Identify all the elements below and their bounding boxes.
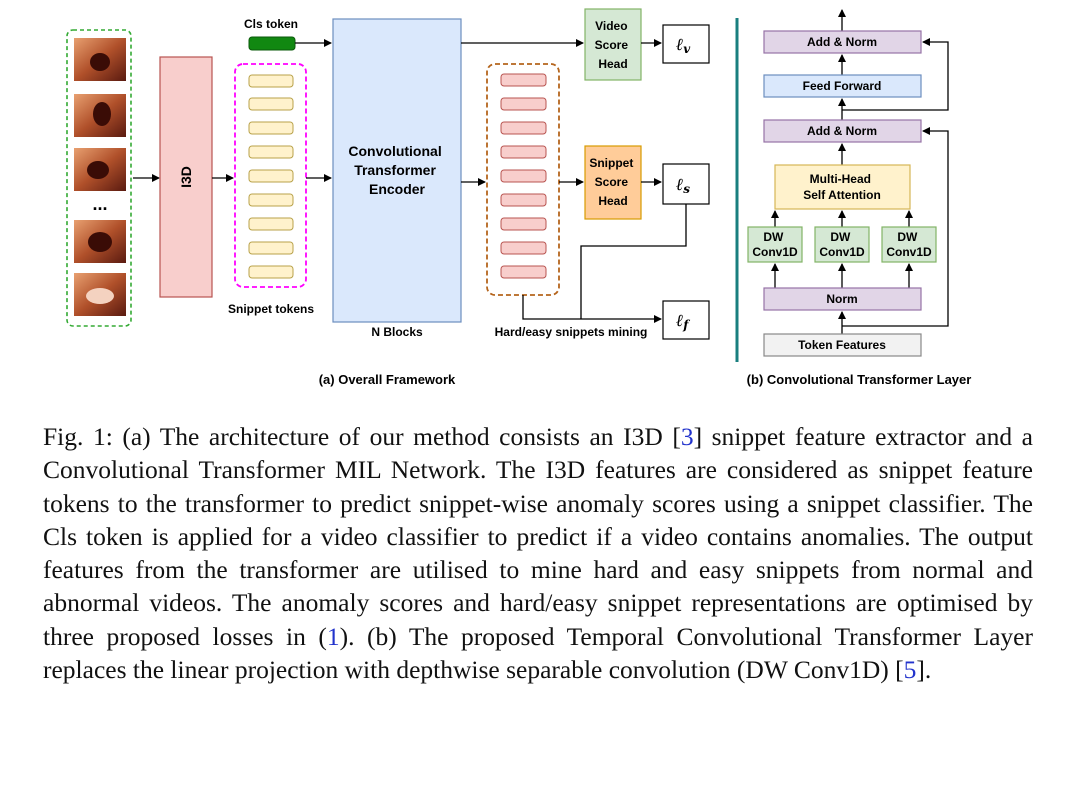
layer-caption: (b) Convolutional Transformer Layer [747,372,972,387]
snippet-loss-box [662,163,710,205]
dw-conv-1: DW Conv1D [747,226,803,263]
snippet-token [248,169,294,183]
encoder-label: Convolutional Transformer Encoder [348,143,445,197]
video-loss-label: ℓv [676,35,691,56]
add-norm-mid-label: Add & Norm [807,124,877,138]
n-blocks-label: N Blocks [371,325,423,339]
transformer-encoder-block [332,18,462,323]
svg-text:DW Conv1D: DW Conv1D [886,230,932,259]
residual-connection-bottom [842,127,949,327]
output-token [500,73,547,87]
feature-loss-box [662,300,710,340]
video-frame-1 [74,38,126,81]
feed-forward-label: Feed Forward [803,79,882,93]
snippet-loss-to-mining [580,204,687,319]
multi-head-attention-block [774,164,911,210]
framework-caption: (a) Overall Framework [319,372,456,387]
mining-path [522,295,581,320]
norm-label: Norm [826,292,857,306]
video-loss-box [662,24,710,64]
output-token [500,217,547,231]
video-head-label: Video Score Head [595,19,632,71]
video-frame-3 [74,148,126,191]
snippet-token [248,121,294,135]
snippet-head-label: Snippet Score Head [589,156,636,208]
cls-token-label: Cls token [244,17,298,31]
output-token-list [500,73,547,279]
feature-loss-label: ℓf [676,311,690,332]
snippet-token [248,217,294,231]
i3d-block [159,56,213,298]
output-token [500,97,547,111]
snippet-tokens-group [234,63,307,288]
citation-link-3[interactable]: 3 [680,422,694,451]
snippet-loss-label: ℓs [676,175,690,196]
output-token [500,265,547,279]
mining-label: Hard/easy snippets mining [495,325,648,339]
svg-text:DW Conv1D: DW Conv1D [819,230,865,259]
frames-ellipsis: ... [92,194,107,214]
add-norm-mid [763,119,922,143]
snippet-token [248,97,294,111]
dw-conv-3: DW Conv1D [881,226,937,263]
norm-block [763,287,922,311]
feed-forward-block [763,74,922,98]
caption-text-1: Fig. 1: (a) The architecture of our meth… [43,422,681,451]
token-features-label: Token Features [798,338,886,352]
output-token [500,169,547,183]
figure-caption: Fig. 1: (a) The architecture of our meth… [43,420,1033,686]
snippet-score-head [584,145,642,220]
snippet-tokens-label: Snippet tokens [228,302,314,316]
video-frame-2 [74,94,126,137]
residual-connection-top [842,38,949,111]
output-token [500,145,547,159]
snippet-token [248,145,294,159]
add-norm-top-label: Add & Norm [807,35,877,49]
video-frame-4 [74,220,126,263]
output-token [500,241,547,255]
video-frame-thumbnails [74,38,126,316]
cls-token [248,36,296,51]
transformer-layer-panel: Add & Norm Feed Forward Add & Norm Multi… [747,9,972,387]
i3d-label: I3D [178,166,194,188]
snippet-token [248,265,294,279]
caption-text-3: ). (b) The proposed Temporal Convolution… [43,621,1033,685]
video-frames-group [66,29,132,327]
add-norm-top [763,30,922,54]
video-frame-5 [74,273,126,316]
snippet-token [248,193,294,207]
snippet-token-list [248,74,294,279]
svg-text:DW Conv1D: DW Conv1D [752,230,798,259]
overall-framework-panel: ... I3D Snippet tokens Cls token Convo [66,8,710,387]
output-token [500,193,547,207]
output-token [500,121,547,135]
attention-label: Multi-Head Self Attention [803,172,881,202]
dw-conv-2: DW Conv1D [814,226,870,263]
snippet-token [248,241,294,255]
architecture-diagram: ... I3D Snippet tokens Cls token Convo [66,8,972,387]
caption-text-4: ]. [916,655,932,685]
citation-link-5[interactable]: 5 [903,655,917,685]
snippet-token [248,74,294,88]
caption-text-2: ] snippet feature extractor and a Convol… [43,422,1033,651]
video-score-head [584,8,642,81]
token-features-block [763,333,922,357]
equation-link-1[interactable]: 1 [326,621,340,651]
